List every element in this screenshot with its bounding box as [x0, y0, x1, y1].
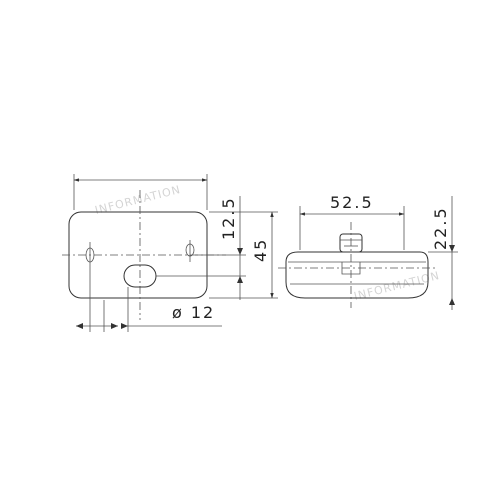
- width-label: 52.5: [330, 193, 374, 212]
- front-view: ø 12 12.5 45: [62, 174, 278, 332]
- height-label: 45: [251, 238, 270, 262]
- mounting-hole-left: [85, 242, 95, 268]
- diameter-label: ø 12: [172, 303, 215, 322]
- lamp-side-body: [285, 251, 429, 299]
- offset-label: 12.5: [219, 196, 238, 240]
- depth-label: 22.5: [431, 206, 450, 250]
- side-view: 52.5 22.5: [278, 193, 458, 310]
- mounting-hole-right: [185, 240, 195, 262]
